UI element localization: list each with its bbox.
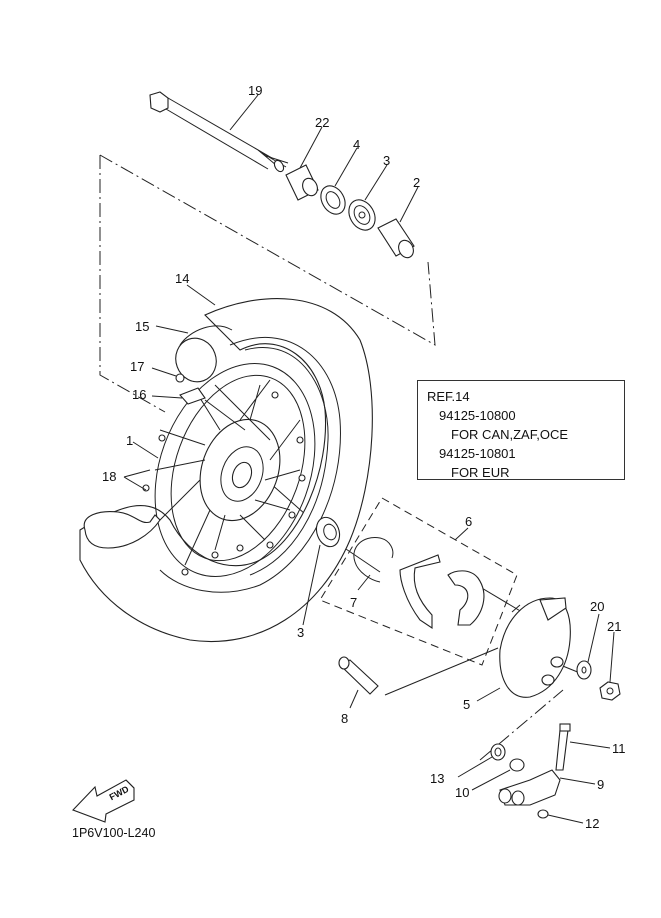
- callout-13: 13: [430, 771, 445, 786]
- callout-11: 11: [612, 741, 626, 756]
- callout-3-upper: 3: [383, 153, 391, 168]
- oil-seal-small: [490, 743, 506, 761]
- tire: [79, 298, 373, 642]
- callout-16: 16: [132, 387, 147, 402]
- callout-22: 22: [315, 115, 330, 130]
- callout-2: 2: [413, 175, 421, 190]
- callout-12: 12: [585, 816, 600, 831]
- valve-nut: [175, 373, 185, 383]
- callout-14: 14: [175, 271, 190, 286]
- ref-part-number-2: 94125-10801: [439, 446, 516, 461]
- callout-7: 7: [350, 595, 358, 610]
- rim-band: [179, 387, 206, 405]
- ref-title: REF.14: [427, 389, 470, 404]
- callout-20: 20: [590, 599, 605, 614]
- wheel-rim: [142, 362, 316, 578]
- callout-4: 4: [353, 137, 361, 152]
- ref-region-1: FOR CAN,ZAF,OCE: [451, 427, 569, 442]
- spring: [353, 537, 394, 583]
- leader-lines: [123, 94, 615, 824]
- callout-21: 21: [607, 619, 622, 634]
- reference-note-box: REF.14 94125-10800 FOR CAN,ZAF,OCE 94125…: [417, 380, 625, 480]
- collar: [285, 164, 319, 201]
- callout-9: 9: [597, 777, 605, 792]
- brake-shoe-plate: [499, 597, 571, 698]
- indicator-plate: [509, 758, 525, 772]
- nut: [599, 681, 621, 701]
- callout-10: 10: [455, 785, 470, 800]
- diagram-code: 1P6V100-L240: [72, 826, 156, 840]
- ref-region-2: FOR EUR: [451, 465, 510, 480]
- ref-part-number-1: 94125-10800: [439, 408, 516, 423]
- lever-nut: [537, 809, 549, 819]
- spacer: [377, 218, 415, 259]
- bolt: [555, 723, 571, 771]
- oil-seal: [320, 185, 346, 215]
- callout-1: 1: [126, 433, 134, 448]
- bearing-upper: [348, 199, 376, 231]
- brake-shoe-kit: [319, 497, 518, 666]
- callout-17: 17: [130, 359, 145, 374]
- callout-15: 15: [135, 319, 150, 334]
- washer: [576, 660, 592, 680]
- axle-bolt: [149, 91, 289, 173]
- tube-loop: [83, 511, 161, 549]
- callout-3-lower: 3: [297, 625, 305, 640]
- fwd-arrow-icon: [72, 779, 135, 823]
- callout-5: 5: [463, 697, 471, 712]
- callout-18: 18: [102, 469, 117, 484]
- camshaft: [338, 656, 379, 695]
- bearing-lower: [315, 516, 341, 548]
- camshaft-lever: [498, 769, 561, 806]
- callout-6: 6: [465, 514, 473, 529]
- tube: [175, 325, 233, 383]
- callout-8: 8: [341, 711, 349, 726]
- callout-19: 19: [248, 83, 263, 98]
